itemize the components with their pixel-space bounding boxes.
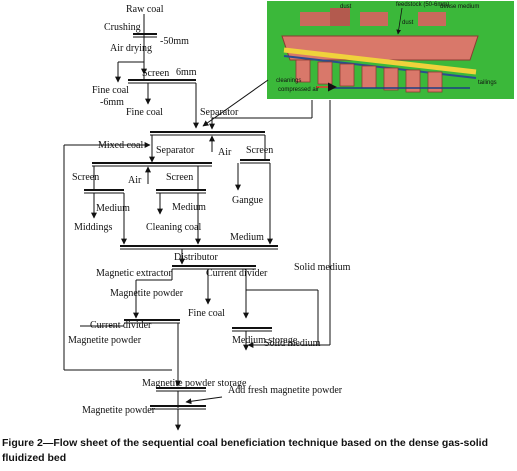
photo-cleanings-label: cleanings: [276, 78, 301, 84]
label-mixed-coal: Mixed coal: [98, 140, 143, 151]
label-medium-center: Medium: [172, 202, 206, 213]
label-magnetite-powder-2: Magnetite powder: [68, 335, 142, 346]
label-minus-6mm: -6mm: [100, 97, 124, 108]
label-solid-medium-bottom: Solid medium: [264, 338, 321, 349]
label-medium-storage: Medium storage: [232, 335, 298, 346]
photo-feedstock-label: feedstock (50-6mm): [396, 2, 449, 8]
label-middings: Middings: [74, 222, 112, 233]
label-current-divider-1: Current divider: [206, 268, 268, 279]
label-air-mid: Air: [218, 147, 232, 158]
label-current-divider-2: Current divider: [90, 320, 152, 331]
label-raw-coal: Raw coal: [126, 4, 164, 15]
label-magnetite-powder-1: Magnetite powder: [110, 288, 184, 299]
flow-labels: Raw coal Crushing -50mm Air drying Scree…: [68, 4, 351, 416]
photo-dust-label-2: dust: [402, 20, 414, 26]
label-add-fresh: Add fresh magnetite powder: [228, 385, 343, 396]
label-cleaning-coal: Cleaning coal: [146, 222, 201, 233]
label-separator-mid: Separator: [156, 145, 195, 156]
label-screen-left: Screen: [72, 172, 99, 183]
label-magnetite-powder-3: Magnetite powder: [82, 405, 156, 416]
label-fine-coal-3: Fine coal: [188, 308, 225, 319]
photo-tailings-label: tailings: [478, 80, 497, 86]
flow-lines: [63, 14, 331, 431]
figure-caption: Figure 2—Flow sheet of the sequential co…: [2, 437, 488, 464]
label-screen-1: Screen: [142, 68, 169, 79]
label-fine-coal-2: Fine coal: [126, 107, 163, 118]
label-minus-50mm: -50mm: [160, 36, 189, 47]
label-medium-right: Medium: [230, 232, 264, 243]
label-magnetite-powder-storage: Magnetite powder storage: [142, 378, 247, 389]
label-air-drying: Air drying: [110, 43, 152, 54]
photo-dense-medium-label: dense medium: [440, 4, 479, 10]
label-magnetic-extractor: Magnetic extractor: [96, 268, 172, 279]
label-separator-top: Separator: [200, 107, 239, 118]
label-crushing: Crushing: [104, 22, 141, 33]
equipment-photo: dust feedstock (50-6mm) dust dense mediu…: [267, 1, 514, 99]
label-screen-right: Screen: [246, 145, 273, 156]
label-6mm: 6mm: [176, 67, 197, 78]
photo-compressed-air-label: compressed air: [278, 87, 319, 93]
photo-dust-label: dust: [340, 4, 352, 10]
label-medium-left: Medium: [96, 203, 130, 214]
label-screen-center: Screen: [166, 172, 193, 183]
label-gangue: Gangue: [232, 195, 264, 206]
label-fine-coal-1: Fine coal: [92, 85, 129, 96]
label-distributor: Distributor: [174, 252, 219, 263]
label-air-left: Air: [128, 175, 142, 186]
label-solid-medium-top: Solid medium: [294, 262, 351, 273]
